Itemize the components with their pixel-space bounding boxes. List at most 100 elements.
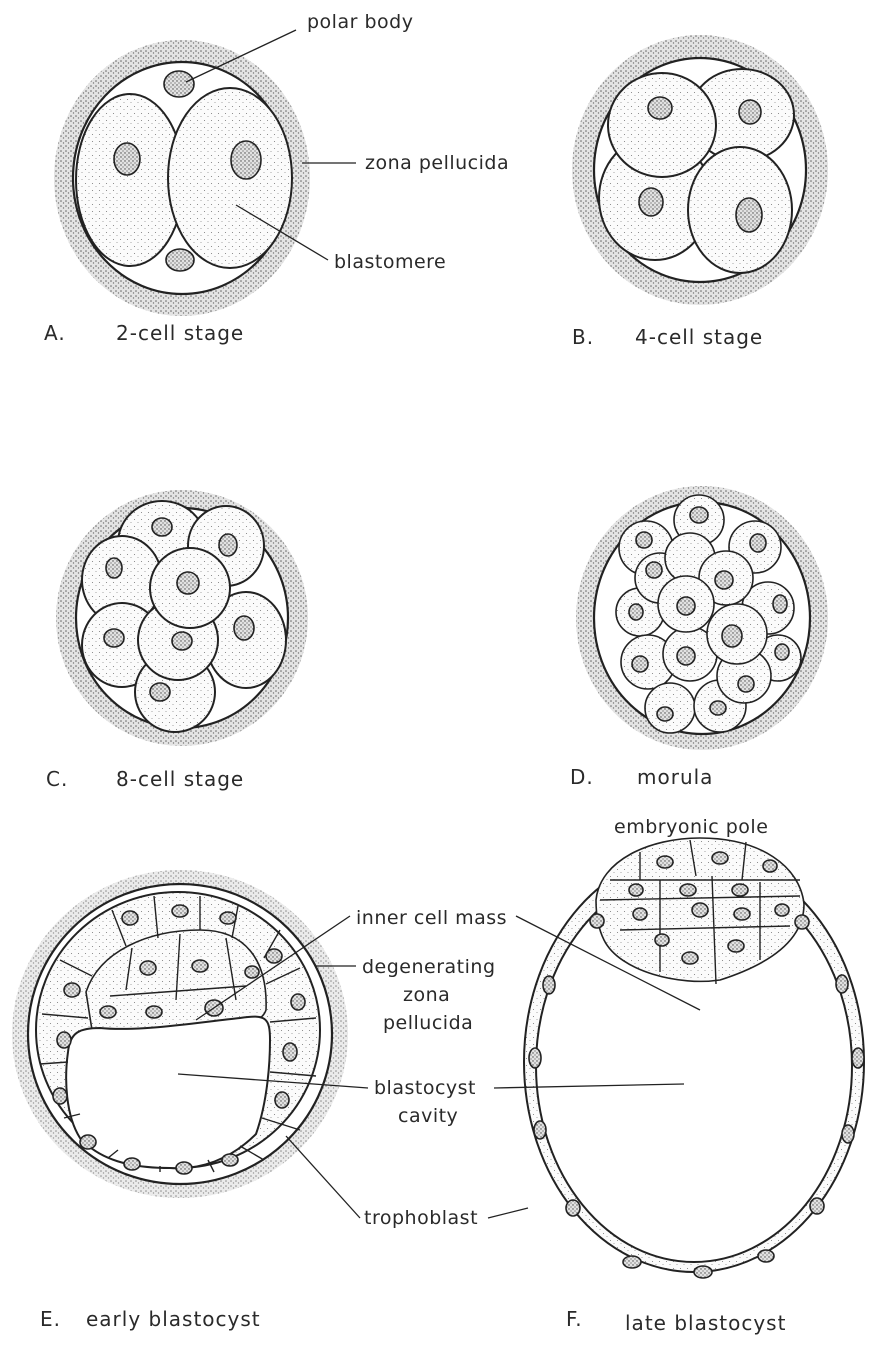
zona-pellucida-label: zona pellucida: [365, 152, 509, 174]
blastomere-b3: [608, 73, 716, 177]
morula-nucleus: [632, 656, 648, 672]
panel-a-letter: A.: [44, 321, 66, 345]
nucleus-c6: [150, 683, 170, 701]
cell-nucleus: [852, 1048, 864, 1068]
cell-nucleus: [53, 1088, 67, 1104]
nucleus-c5: [104, 629, 124, 647]
cell-nucleus: [629, 884, 643, 896]
cell-nucleus: [100, 1006, 116, 1018]
cell-nucleus: [543, 976, 555, 994]
cell-nucleus: [140, 961, 156, 975]
cell-nucleus: [680, 884, 696, 896]
morula-nucleus: [636, 532, 652, 548]
cell-nucleus: [529, 1048, 541, 1068]
degenerating-zona-label-2: zona: [403, 984, 450, 1006]
cell-nucleus: [534, 1121, 546, 1139]
cell-nucleus: [758, 1250, 774, 1262]
cell-nucleus: [275, 1092, 289, 1108]
nucleus-b1: [739, 100, 761, 124]
cell-nucleus: [283, 1043, 297, 1061]
nucleus-b4: [736, 198, 762, 232]
cell-nucleus: [633, 908, 647, 920]
morula-nucleus: [738, 676, 754, 692]
cell-nucleus: [266, 949, 282, 963]
morula-nucleus: [657, 707, 673, 721]
nucleus-c2: [219, 534, 237, 556]
cell-nucleus: [566, 1200, 580, 1216]
cell-nucleus: [712, 852, 728, 864]
nucleus-c1: [152, 518, 172, 536]
panel-a: polar body zona pellucida blastomere A. …: [44, 11, 509, 345]
panel-c: C. 8-cell stage: [46, 490, 308, 791]
nucleus-a1: [114, 143, 140, 175]
panel-d: D. morula: [570, 486, 828, 789]
panel-d-letter: D.: [570, 765, 594, 789]
cell-nucleus: [124, 1158, 140, 1170]
cell-nucleus: [192, 960, 208, 972]
degenerating-zona-label-1: degenerating: [362, 956, 496, 978]
cell-nucleus: [222, 1154, 238, 1166]
morula-nucleus: [690, 507, 708, 523]
panel-f: [524, 838, 864, 1278]
cell-nucleus: [146, 1006, 162, 1018]
panel-a-caption: 2-cell stage: [116, 321, 244, 345]
embryonic-pole-label: embryonic pole: [614, 816, 768, 838]
blastomere-label: blastomere: [334, 251, 446, 273]
panel-d-caption: morula: [637, 765, 713, 789]
cell-nucleus: [623, 1256, 641, 1268]
polar-body-label: polar body: [307, 11, 413, 33]
cell-nucleus: [655, 934, 669, 946]
cell-nucleus: [245, 966, 259, 978]
blastocyst-cavity-label-1: blastocyst: [374, 1077, 476, 1099]
panel-b-caption: 4-cell stage: [635, 325, 763, 349]
trophoblast-leader-f: [488, 1208, 528, 1218]
panel-f-letter: F.: [566, 1307, 583, 1331]
morula-nucleus: [715, 571, 733, 589]
cell-nucleus: [176, 1162, 192, 1174]
morula-nucleus: [677, 647, 695, 665]
polar-body-top: [164, 71, 194, 97]
morula-nucleus: [775, 644, 789, 660]
cell-nucleus: [775, 904, 789, 916]
cell-nucleus: [728, 940, 744, 952]
cell-nucleus: [172, 905, 188, 917]
cell-nucleus: [220, 912, 236, 924]
panel-e-caption: early blastocyst: [86, 1307, 261, 1331]
blastomere-right-a: [168, 88, 292, 268]
panel-c-letter: C.: [46, 767, 68, 791]
morula-nucleus: [722, 625, 742, 647]
cell-nucleus: [657, 856, 673, 868]
cell-nucleus: [57, 1032, 71, 1048]
cell-nucleus: [64, 983, 80, 997]
panel-e-letter: E.: [40, 1307, 61, 1331]
cell-nucleus: [590, 914, 604, 928]
trophoblast-leader-e: [286, 1136, 360, 1218]
morula-nucleus: [710, 701, 726, 715]
cell-nucleus: [122, 911, 138, 925]
cell-nucleus: [763, 860, 777, 872]
panel-f-caption: late blastocyst: [625, 1311, 786, 1335]
cell-nucleus: [734, 908, 750, 920]
cell-nucleus: [694, 1266, 712, 1278]
blastocyst-cavity-e: [66, 1017, 270, 1169]
nucleus-a2: [231, 141, 261, 179]
cell-nucleus: [692, 903, 708, 917]
inner-cell-mass-label: inner cell mass: [356, 907, 507, 929]
morula-nucleus: [646, 562, 662, 578]
cell-nucleus: [795, 915, 809, 929]
nucleus-b2: [639, 188, 663, 216]
cell-nucleus: [732, 884, 748, 896]
morula-nucleus: [750, 534, 766, 552]
panel-c-caption: 8-cell stage: [116, 767, 244, 791]
panel-b: B. 4-cell stage: [572, 35, 828, 349]
cell-nucleus: [80, 1135, 96, 1149]
polar-body-bottom: [166, 249, 194, 271]
degenerating-zona-label-3: pellucida: [383, 1012, 473, 1034]
panel-b-letter: B.: [572, 325, 594, 349]
nucleus-c3: [106, 558, 122, 578]
cell-nucleus: [682, 952, 698, 964]
blastocyst-cavity-label-2: cavity: [398, 1105, 458, 1127]
nucleus-c4: [234, 616, 254, 640]
cell-nucleus: [836, 975, 848, 993]
